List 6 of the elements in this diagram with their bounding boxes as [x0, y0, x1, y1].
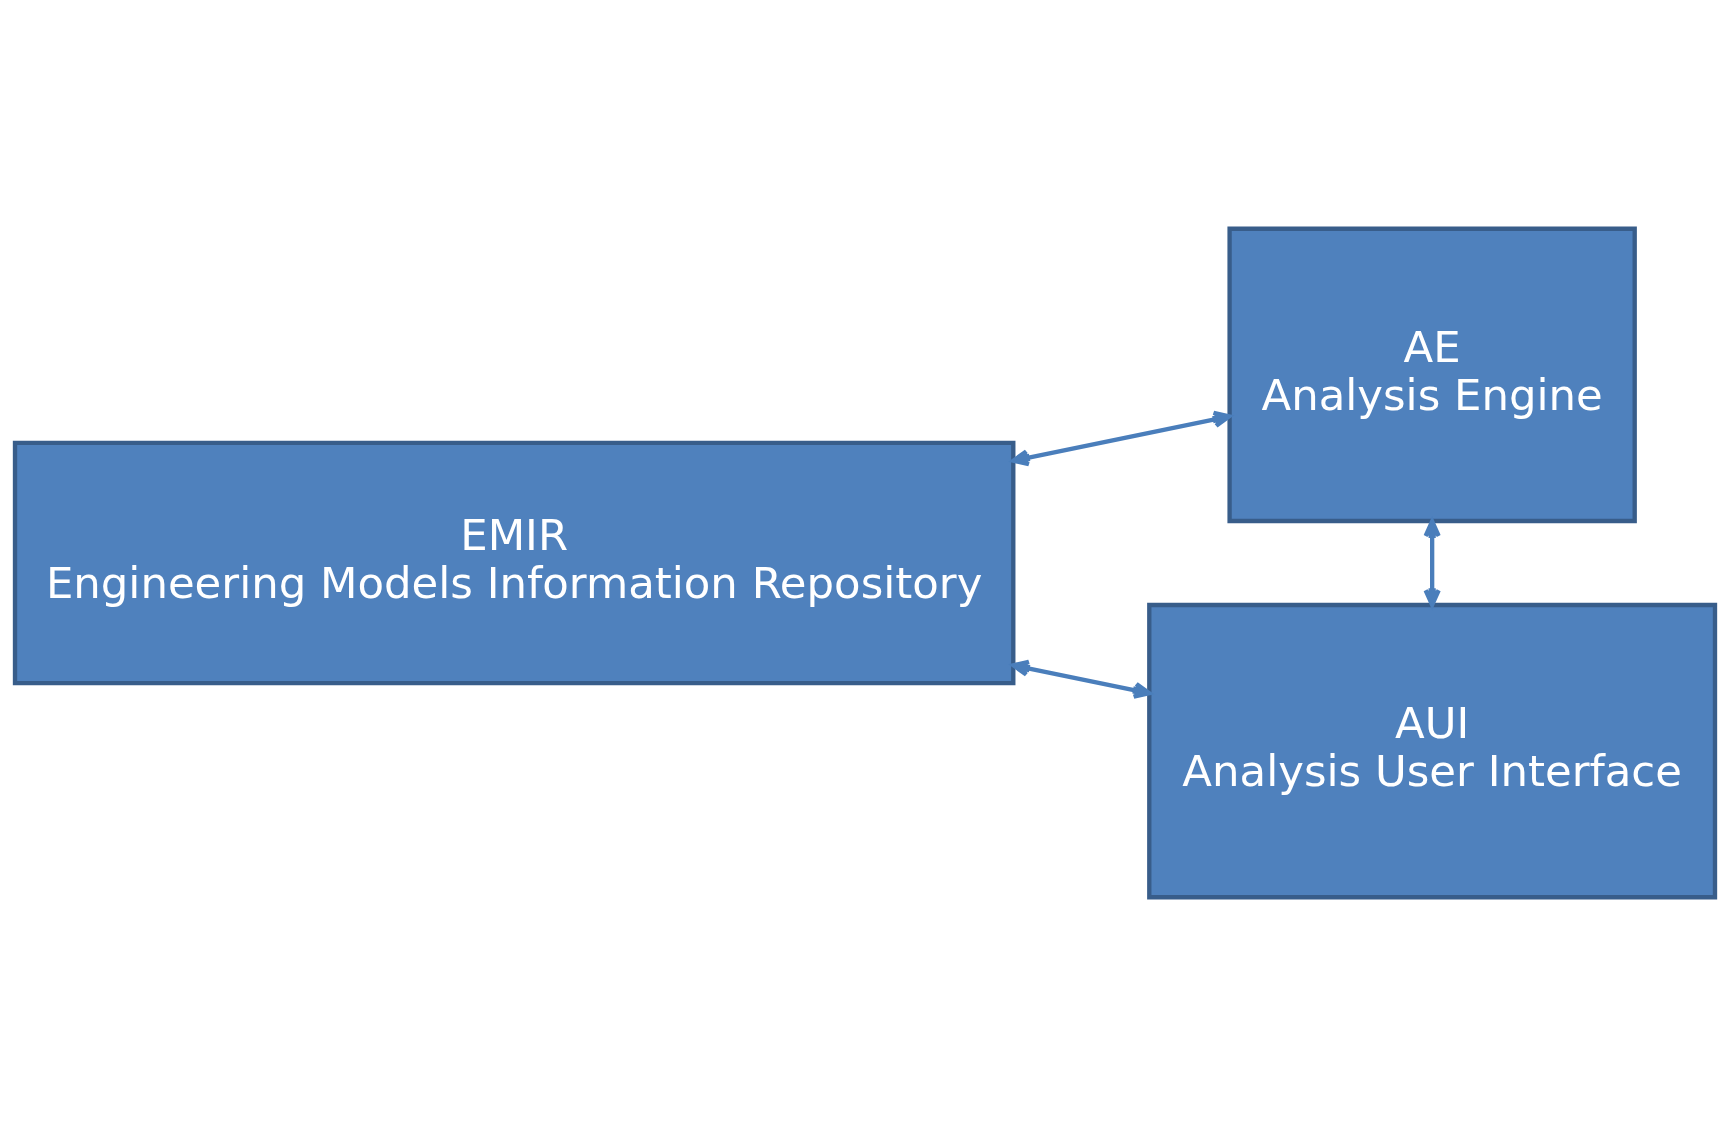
arrow — [1423, 518, 1441, 607]
node-box: AE Analysis Engine — [1227, 226, 1637, 523]
arrow — [1011, 410, 1232, 466]
node-box: EMIR Engineering Models Information Repository — [12, 440, 1016, 685]
arrow — [1011, 659, 1152, 699]
node-box: AUI Analysis User Interface — [1147, 602, 1718, 899]
